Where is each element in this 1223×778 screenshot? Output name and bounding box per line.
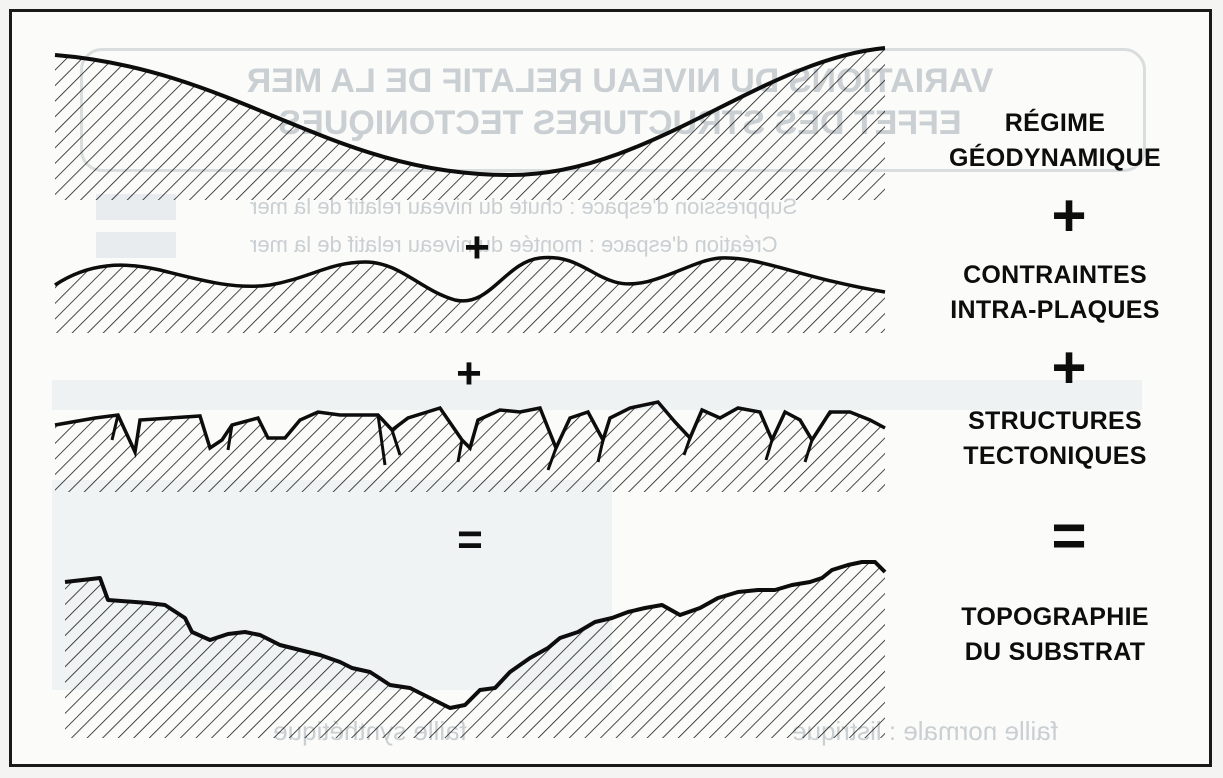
label-contraintes-intra-plaques: CONTRAINTES INTRA-PLAQUES [950,261,1160,324]
layer-contraintes-intra-plaques [54,255,886,333]
layer-structures-tectoniques [54,400,886,492]
ghost-swatch-2 [96,232,176,258]
layer-topographie-substrat [64,560,887,738]
plus-sign-center-1: + [464,223,490,272]
ghost-band [52,380,1142,410]
label-structures-tectoniques: STRUCTURES TECTONIQUES [963,407,1147,470]
equals-sign-right: = [1051,502,1087,569]
plus-sign-center-2: + [456,349,482,398]
label-regime-geodynamique: RÉGIME GÉODYNAMIQUE [949,109,1161,172]
equals-sign-center: = [457,515,483,564]
label-topographie-substrat: TOPOGRAPHIE DU SUBSTRAT [961,603,1149,666]
plus-sign-right-2: + [1051,334,1087,401]
plus-sign-right-1: + [1051,182,1087,249]
layer-regime-geodynamique [54,46,886,200]
